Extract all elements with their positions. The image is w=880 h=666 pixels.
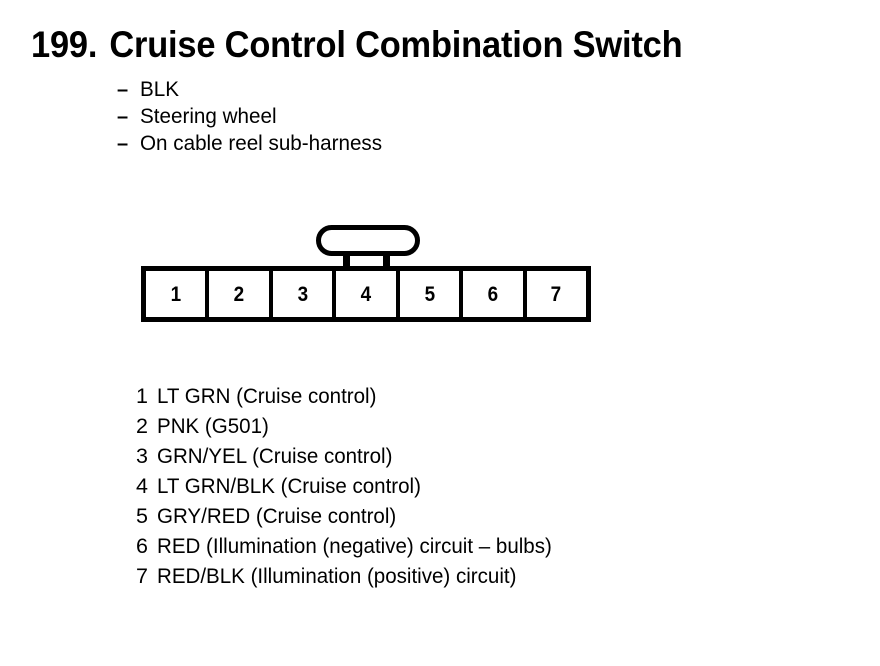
cavity-number: 3 — [297, 282, 308, 306]
cavity-number: 2 — [233, 282, 245, 306]
pinout-pin-number: 5 — [136, 504, 148, 528]
pinout-pin-number: 4 — [136, 474, 148, 498]
pinout-pin-number: 3 — [136, 444, 148, 468]
dash-bullet-icon: – — [117, 133, 129, 155]
pinout-pin-number: 1 — [136, 384, 148, 408]
connector-cavity-4: 4 — [336, 271, 400, 317]
spec-list-item: – Steering wheel — [117, 103, 637, 130]
connector-cavity-5: 5 — [399, 271, 464, 317]
pinout-row: 2 PNK (G501) — [136, 411, 836, 441]
dash-bullet-icon: – — [117, 106, 129, 128]
page-title-text: Cruise Control Combination Switch — [109, 24, 683, 65]
page-title-number: 199. — [31, 24, 98, 65]
pinout-row: 7 RED/BLK (Illumination (positive) circu… — [136, 561, 836, 591]
pinout-pin-number: 6 — [136, 534, 148, 558]
locking-tab-stem-left — [343, 251, 350, 269]
spec-list-item: – BLK — [117, 76, 637, 103]
connector-cavity-3: 3 — [272, 271, 337, 317]
cavity-number: 5 — [424, 282, 435, 306]
pinout-pin-description: RED/BLK (Illumination (positive) circuit… — [157, 564, 517, 588]
connector-cavity-1: 1 — [146, 271, 210, 317]
pinout-row: 3 GRN/YEL (Cruise control) — [136, 441, 836, 471]
dash-bullet-icon: – — [117, 79, 129, 101]
connector-shell: 1 2 3 4 5 6 7 — [141, 266, 591, 322]
pinout-pin-description: GRY/RED (Cruise control) — [157, 504, 397, 528]
spec-list: – BLK – Steering wheel – On cable reel s… — [117, 76, 637, 157]
cavity-number: 4 — [360, 282, 372, 306]
cavity-number: 7 — [550, 282, 562, 306]
locking-tab-stem-right — [383, 251, 390, 269]
page-title: 199. Cruise Control Combination Switch — [31, 24, 683, 66]
pinout-row: 1 LT GRN (Cruise control) — [136, 381, 836, 411]
pinout-pin-description: LT GRN/BLK (Cruise control) — [157, 474, 421, 498]
spec-list-item-label: On cable reel sub-harness — [140, 131, 383, 155]
pinout-pin-description: RED (Illumination (negative) circuit – b… — [157, 534, 552, 558]
pinout-row: 4 LT GRN/BLK (Cruise control) — [136, 471, 836, 501]
pinout-pin-number: 2 — [136, 414, 148, 438]
spec-list-item-label: Steering wheel — [140, 104, 277, 128]
locking-tab-icon — [316, 225, 420, 256]
pinout-pin-description: PNK (G501) — [157, 414, 269, 438]
connector-cavity-2: 2 — [209, 271, 273, 317]
cavity-number: 6 — [487, 282, 499, 306]
spec-list-item-label: BLK — [140, 77, 180, 101]
pinout-pin-description: LT GRN (Cruise control) — [157, 384, 377, 408]
pinout-row: 6 RED (Illumination (negative) circuit –… — [136, 531, 836, 561]
cavity-number: 1 — [170, 282, 181, 306]
connector-diagram: 1 2 3 4 5 6 7 — [141, 222, 591, 322]
connector-cavity-6: 6 — [463, 271, 527, 317]
pinout-pin-description: GRN/YEL (Cruise control) — [157, 444, 393, 468]
spec-list-item: – On cable reel sub-harness — [117, 130, 637, 157]
pinout-row: 5 GRY/RED (Cruise control) — [136, 501, 836, 531]
pinout-pin-number: 7 — [136, 564, 148, 588]
connector-cavity-7: 7 — [526, 271, 586, 317]
pinout-list: 1 LT GRN (Cruise control) 2 PNK (G501) 3… — [136, 381, 836, 591]
